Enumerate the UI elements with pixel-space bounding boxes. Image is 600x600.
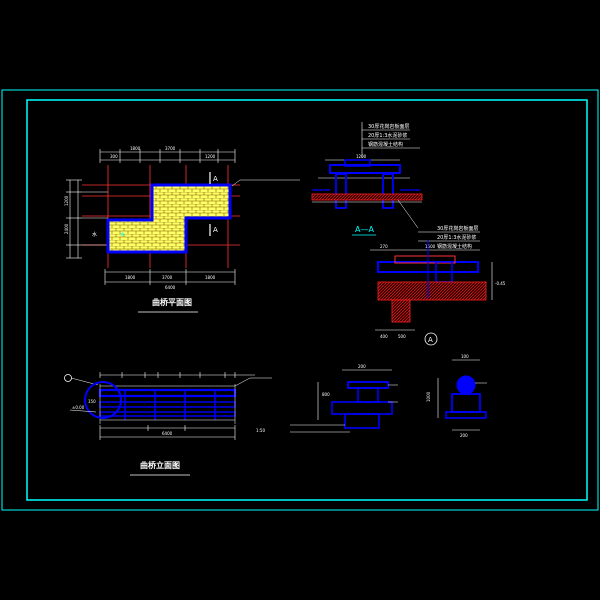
- rail-dim-side: 800: [322, 392, 330, 397]
- detail-a: 270 1500 -0.45 400 500 A: [370, 240, 506, 346]
- water-label-plan: 水: [120, 231, 125, 238]
- post-dim-top: 100: [461, 354, 469, 359]
- cut-mark-top: A: [213, 175, 218, 183]
- note-right-1: 30厚花岗岩板面层: [437, 225, 478, 232]
- bridge-deck: [106, 183, 232, 254]
- cut-mark-bottom: A: [213, 226, 218, 234]
- detail-rail: 200 800: [290, 364, 398, 433]
- elev-callout-dim: 150: [88, 399, 96, 404]
- outer-frame: [1, 89, 599, 511]
- detail-mark: A: [428, 336, 433, 344]
- detail-dim-2: 1500: [425, 244, 436, 249]
- inner-frame: [26, 99, 588, 501]
- dim-top-2: 1800: [130, 146, 141, 151]
- dim-left-1: 1200: [64, 195, 69, 206]
- water-label-left: 水: [92, 231, 97, 238]
- elev-level-note: ±0.00: [72, 405, 85, 410]
- note-top-3: 钢筋混凝土结构: [368, 141, 403, 148]
- rail-dim-top: 200: [358, 364, 366, 369]
- dim-top-1: 300: [110, 154, 118, 159]
- plan-view: 300 1800 3700 1200 1200 2400: [64, 146, 300, 313]
- note-right-3: 钢筋混凝土结构: [437, 243, 472, 250]
- detail-elev: -0.45: [495, 281, 506, 286]
- note-top-1: 30厚花岗岩板面层: [368, 123, 409, 130]
- dim-top-4: 1200: [205, 154, 216, 159]
- elev-total-dim: 6400: [162, 431, 173, 436]
- post-dim-bottom: 200: [460, 433, 468, 438]
- detail-post: 100 1000 200: [426, 354, 487, 438]
- dim-top-3: 3700: [165, 146, 176, 151]
- section-aa: 30厚花岗岩板面层 20厚1:3水泥砂浆 钢筋混凝土结构 1200 30厚花岗岩…: [311, 122, 480, 250]
- section-title: A—A: [355, 225, 374, 234]
- dim-bottom-3: 1800: [205, 275, 216, 280]
- dim-bottom-2: 3700: [162, 275, 173, 280]
- detail-dim-1: 270: [380, 244, 388, 249]
- detail-dim-3: 400: [380, 334, 388, 339]
- note-top-2: 20厚1:3水泥砂浆: [368, 132, 407, 139]
- elev-scale: 1:50: [256, 428, 265, 433]
- plan-title: 曲桥平面图: [152, 297, 192, 307]
- note-right-2: 20厚1:3水泥砂浆: [437, 234, 476, 241]
- sec-dim-top: 1200: [356, 154, 367, 159]
- post-dim-side: 1000: [426, 391, 431, 402]
- elevation-view: 150 ±0.00 6400 1:50 曲桥立面图: [64, 372, 272, 476]
- dim-bottom-total: 6400: [165, 285, 176, 290]
- elevation-title: 曲桥立面图: [140, 460, 180, 470]
- dim-left-2: 2400: [64, 223, 69, 234]
- dim-bottom-1: 1800: [125, 275, 136, 280]
- detail-dim-4: 500: [398, 334, 406, 339]
